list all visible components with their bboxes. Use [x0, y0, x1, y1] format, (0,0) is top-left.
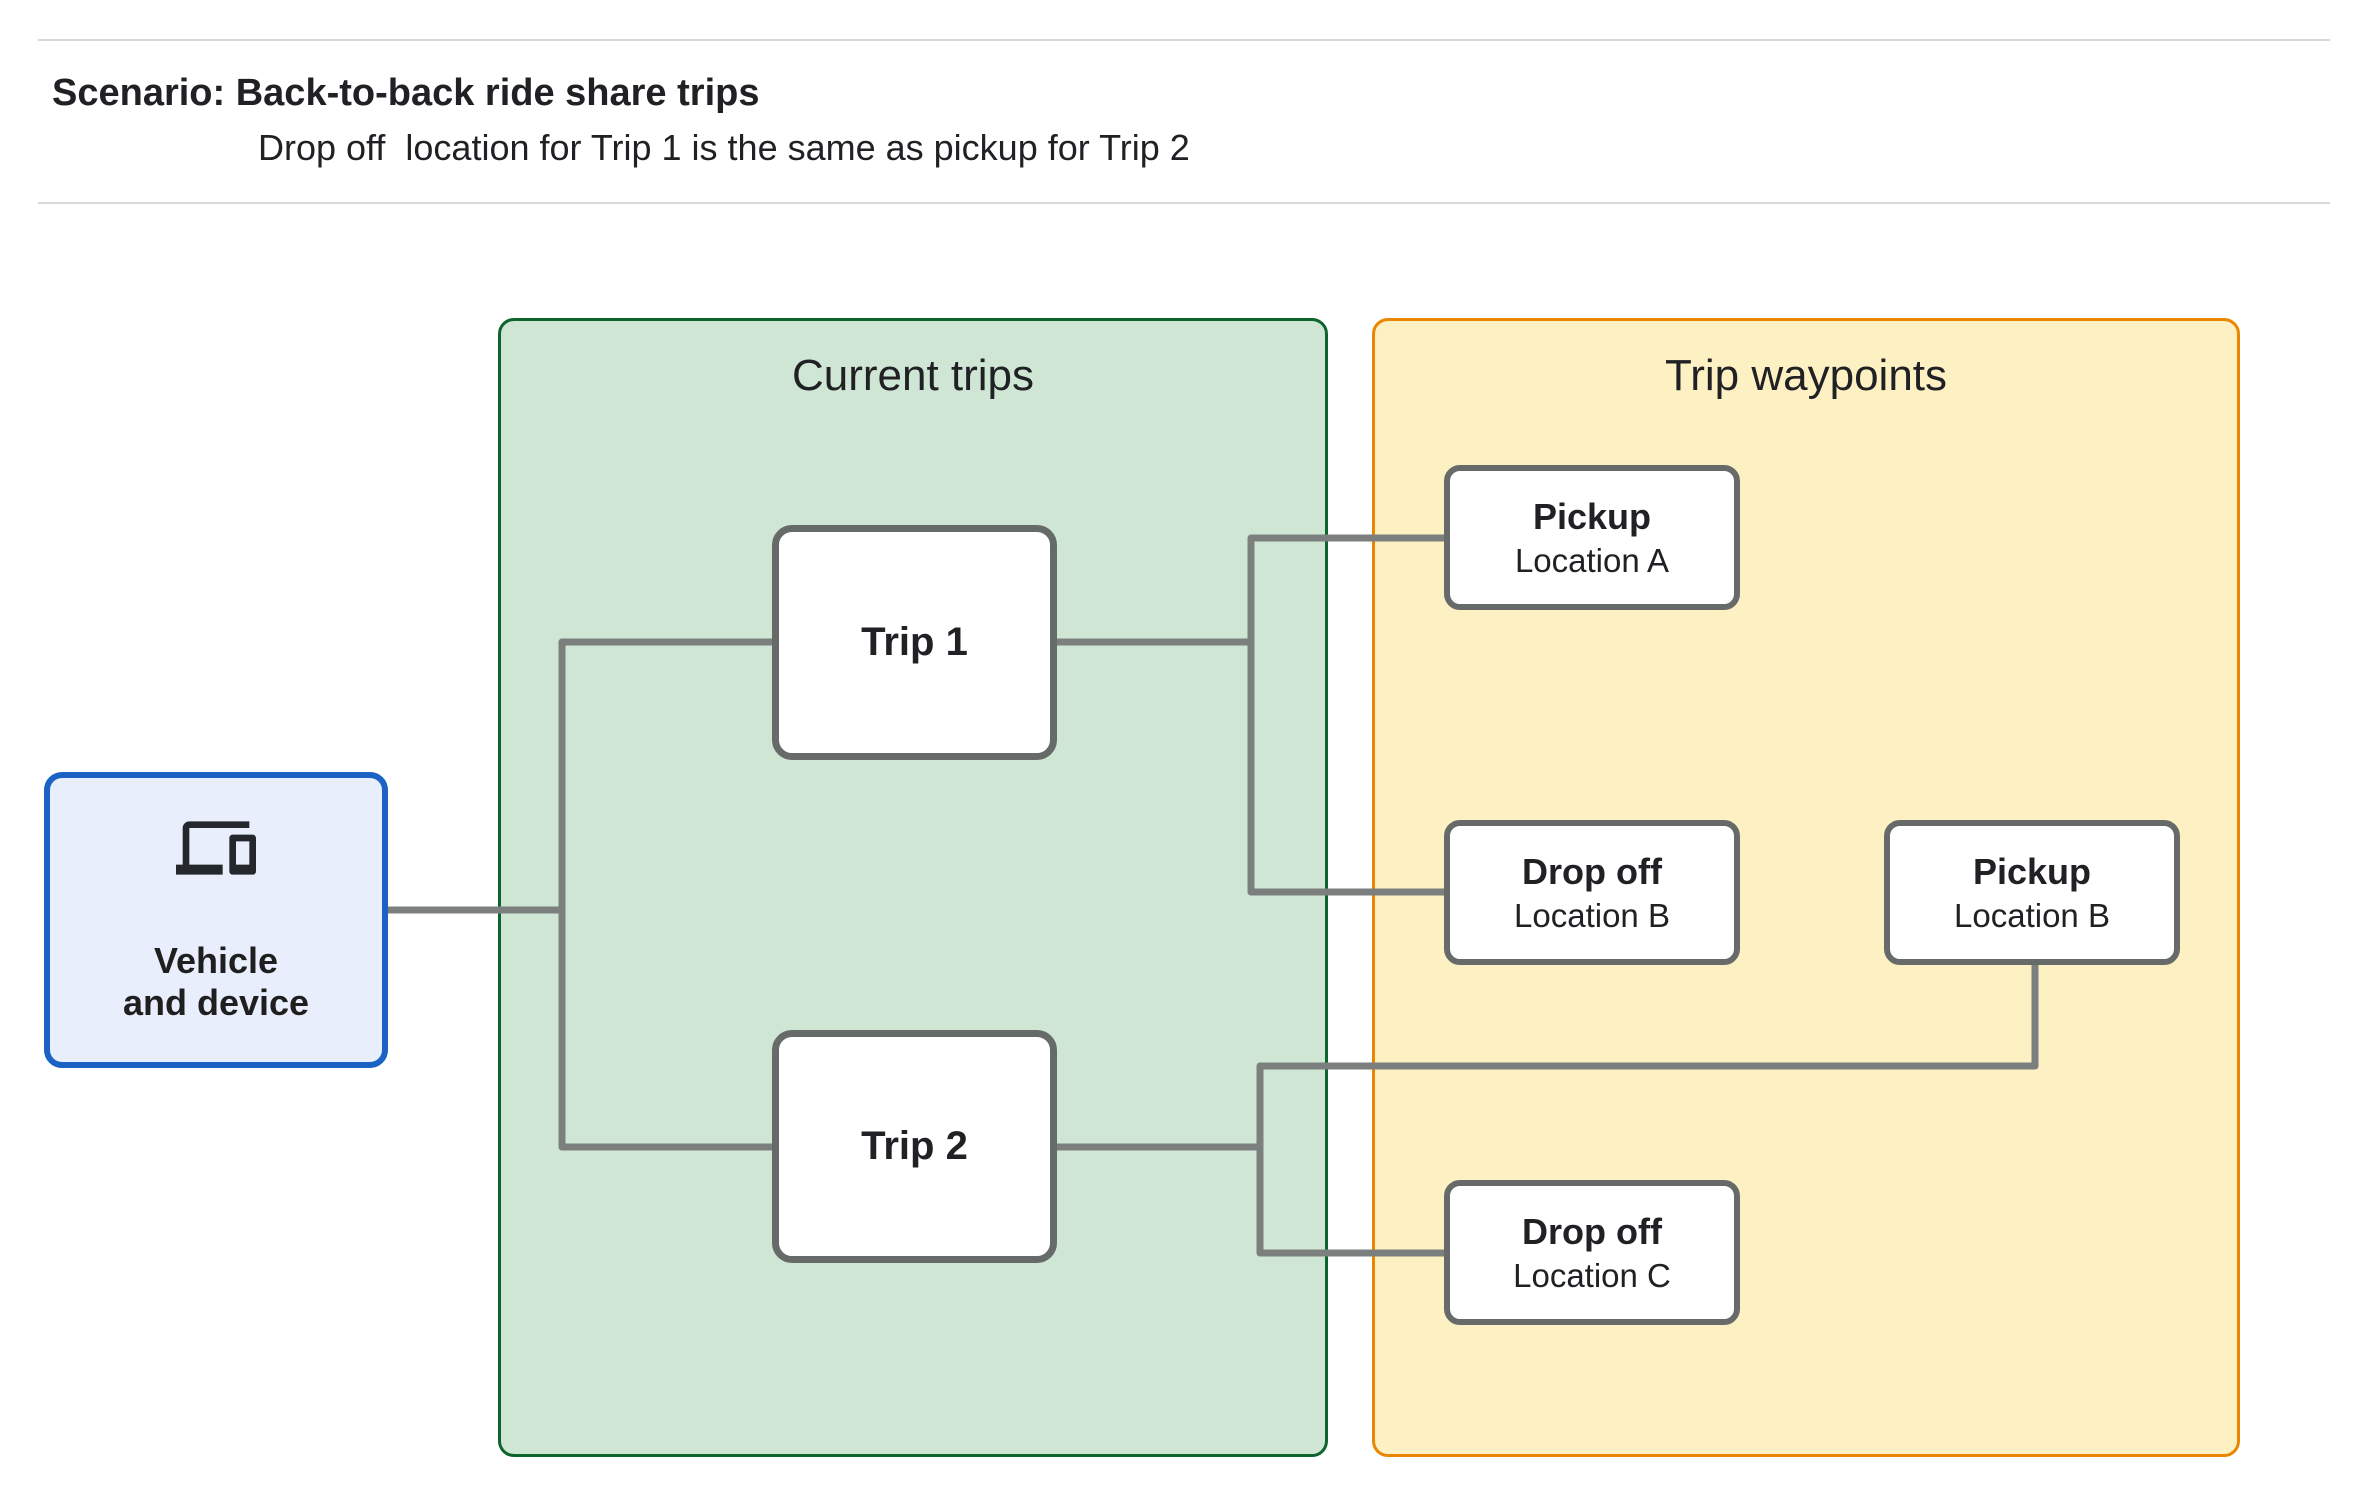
vehicle-label-line1: Vehicle: [153, 940, 279, 981]
trip-2-node: Trip 2: [772, 1030, 1057, 1263]
waypoint-dropoff-location-c: Drop off Location C: [1444, 1180, 1740, 1325]
waypoint-dropoff-location-b: Drop off Location B: [1444, 820, 1740, 965]
trip-waypoints-title: Trip waypoints: [1664, 351, 1948, 400]
scenario-subtitle: Drop off location for Trip 1 is the same…: [258, 127, 1190, 168]
waypoint-subtitle: Location C: [1513, 1256, 1671, 1294]
waypoint-title: Drop off: [1522, 1210, 1662, 1252]
waypoint-pickup-location-b: Pickup Location B: [1884, 820, 2180, 965]
waypoint-subtitle: Location A: [1514, 541, 1670, 579]
waypoint-pickup-location-a: Pickup Location A: [1444, 465, 1740, 610]
vehicle-node: Vehicle and device: [44, 772, 388, 1068]
divider-top: [38, 39, 2330, 41]
waypoint-title: Pickup: [1532, 495, 1652, 537]
vehicle-label-line2: and device: [122, 982, 310, 1024]
scenario-title: Scenario: Back-to-back ride share trips: [52, 72, 760, 114]
vehicle-label: Vehicle and device: [123, 940, 309, 1025]
trip-1-label: Trip 1: [861, 620, 968, 664]
trip-2-label: Trip 2: [861, 1124, 968, 1168]
divider-bottom: [38, 202, 2330, 204]
current-trips-container: Current trips: [498, 318, 1328, 1457]
laptop-and-phone-devices-icon: [176, 821, 256, 875]
current-trips-title: Current trips: [791, 351, 1035, 400]
waypoint-title: Drop off: [1522, 850, 1662, 892]
waypoint-subtitle: Location B: [1954, 896, 2110, 934]
waypoint-title: Pickup: [1972, 850, 2092, 892]
waypoint-subtitle: Location B: [1514, 896, 1670, 934]
trip-1-node: Trip 1: [772, 525, 1057, 760]
